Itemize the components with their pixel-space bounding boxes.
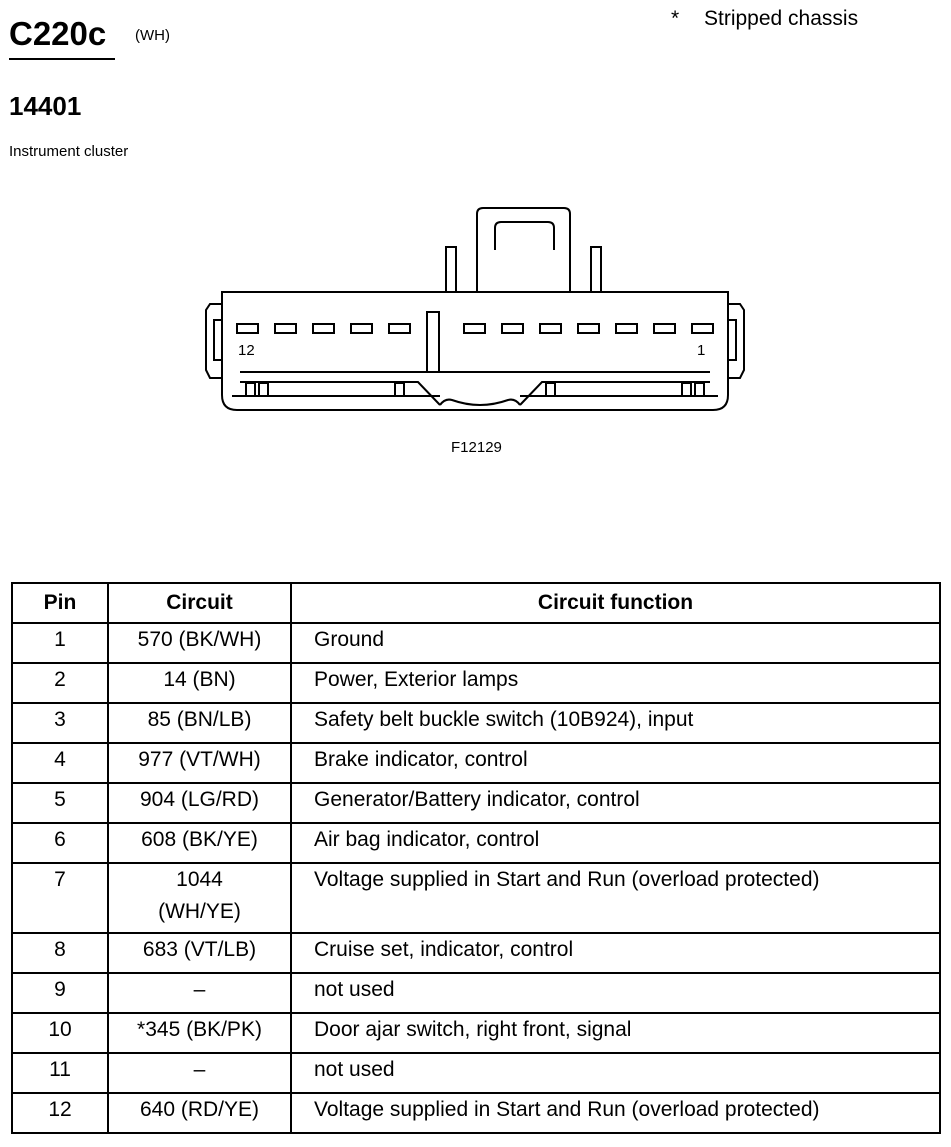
- circuit-cell: *345 (BK/PK): [107, 1012, 292, 1054]
- connector-lower-rail-right: [519, 381, 710, 406]
- pin-cavity: [312, 323, 335, 334]
- pin-cavity: [615, 323, 638, 334]
- pin-cell: 2: [11, 662, 109, 704]
- circuit-cell: 977 (VT/WH): [107, 742, 292, 784]
- table-row: 12 640 (RD/YE) Voltage supplied in Start…: [11, 1092, 941, 1134]
- table-row: 6 608 (BK/YE) Air bag indicator, control: [11, 822, 941, 864]
- function-cell: Air bag indicator, control: [290, 822, 941, 864]
- pin-cavity: [236, 323, 259, 334]
- pin-cavity: [577, 323, 600, 334]
- pin-cell: 6: [11, 822, 109, 864]
- pinout-table: Pin Circuit Circuit function 1 570 (BK/W…: [11, 582, 941, 1134]
- circuit-cell: 85 (BN/LB): [107, 702, 292, 744]
- circuit-color: (WH/YE): [158, 900, 241, 923]
- pin-label-1: 1: [697, 342, 705, 359]
- function-cell: Door ajar switch, right front, signal: [290, 1012, 941, 1054]
- function-cell: Voltage supplied in Start and Run (overl…: [290, 862, 941, 934]
- pin-cavity: [653, 323, 676, 334]
- connector-ear-left: [205, 303, 222, 379]
- pin-cavity: [388, 323, 411, 334]
- table-row: 1 570 (BK/WH) Ground: [11, 622, 941, 664]
- pin-cell: 4: [11, 742, 109, 784]
- circuit-cell: –: [107, 1052, 292, 1094]
- pin-cell: 7: [11, 862, 109, 934]
- connector-lower-rail-left: [240, 381, 441, 406]
- pin-cell: 11: [11, 1052, 109, 1094]
- connector-body: [221, 291, 729, 411]
- table-row: 3 85 (BN/LB) Safety belt buckle switch (…: [11, 702, 941, 744]
- function-cell: Power, Exterior lamps: [290, 662, 941, 704]
- connector-id-underline: [9, 58, 115, 60]
- header-pin: Pin: [11, 582, 109, 624]
- pin-cavity: [691, 323, 714, 334]
- circuit-cell: 570 (BK/WH): [107, 622, 292, 664]
- pin-cell: 9: [11, 972, 109, 1014]
- table-row: 2 14 (BN) Power, Exterior lamps: [11, 662, 941, 704]
- pin-cavity: [274, 323, 297, 334]
- connector-id: C220c: [9, 15, 107, 52]
- pin-cavity: [350, 323, 373, 334]
- function-cell: Cruise set, indicator, control: [290, 932, 941, 974]
- note-text: Stripped chassis: [704, 7, 859, 30]
- function-cell: not used: [290, 1052, 941, 1094]
- note-asterisk: *: [671, 7, 680, 30]
- rail-block: [694, 382, 705, 397]
- circuit-number: 1044: [176, 868, 223, 891]
- function-cell: Brake indicator, control: [290, 742, 941, 784]
- rail-block: [258, 382, 269, 397]
- part-number: 14401: [9, 91, 82, 121]
- table-row: 11 – not used: [11, 1052, 941, 1094]
- rail-block: [545, 382, 556, 397]
- connector-latch: [476, 207, 571, 292]
- table-header-row: Pin Circuit Circuit function: [11, 582, 941, 624]
- table-row: 7 1044 (WH/YE) Voltage supplied in Start …: [11, 862, 941, 934]
- circuit-cell: 904 (LG/RD): [107, 782, 292, 824]
- function-cell: Generator/Battery indicator, control: [290, 782, 941, 824]
- pin-cell: 8: [11, 932, 109, 974]
- pin-cell: 5: [11, 782, 109, 824]
- function-cell: Safety belt buckle switch (10B924), inpu…: [290, 702, 941, 744]
- connector-ear-right-inner: [728, 319, 737, 361]
- circuit-cell: –: [107, 972, 292, 1014]
- header-circuit: Circuit: [107, 582, 292, 624]
- connector-color: (WH): [135, 27, 170, 44]
- pin-cavity: [463, 323, 486, 334]
- connector-key-slot: [426, 311, 440, 372]
- table-row: 8 683 (VT/LB) Cruise set, indicator, con…: [11, 932, 941, 974]
- pin-cell: 12: [11, 1092, 109, 1134]
- connector-latch-inner: [494, 221, 555, 250]
- function-cell: Ground: [290, 622, 941, 664]
- function-cell: Voltage supplied in Start and Run (overl…: [290, 1092, 941, 1134]
- connector-face-diagram: 12 1: [205, 207, 745, 411]
- connector-post-left: [445, 246, 457, 292]
- rail-block: [394, 382, 405, 397]
- connector-ear-right: [728, 303, 745, 379]
- function-cell: not used: [290, 972, 941, 1014]
- pin-cavities: [236, 323, 714, 334]
- chassis-note: * Stripped chassis: [671, 6, 858, 32]
- header-circuit-function: Circuit function: [290, 582, 941, 624]
- circuit-cell: 683 (VT/LB): [107, 932, 292, 974]
- circuit-cell: 640 (RD/YE): [107, 1092, 292, 1134]
- figure-id: F12129: [451, 439, 502, 456]
- rail-block: [681, 382, 692, 397]
- circuit-cell: 608 (BK/YE): [107, 822, 292, 864]
- table-row: 10 *345 (BK/PK) Door ajar switch, right …: [11, 1012, 941, 1054]
- connector-lower-rail-center: [439, 398, 521, 406]
- table-row: 4 977 (VT/WH) Brake indicator, control: [11, 742, 941, 784]
- table-row: 5 904 (LG/RD) Generator/Battery indicato…: [11, 782, 941, 824]
- circuit-cell: 14 (BN): [107, 662, 292, 704]
- component-name: Instrument cluster: [9, 143, 129, 160]
- pin-cell: 1: [11, 622, 109, 664]
- pin-cavity: [539, 323, 562, 334]
- pin-cell: 3: [11, 702, 109, 744]
- connector-post-right: [590, 246, 602, 292]
- rail-block: [245, 382, 256, 397]
- circuit-cell: 1044 (WH/YE): [107, 862, 292, 934]
- connector-ear-left-inner: [213, 319, 222, 361]
- pin-cavity: [501, 323, 524, 334]
- pin-label-12: 12: [238, 342, 255, 359]
- pin-cell: 10: [11, 1012, 109, 1054]
- table-row: 9 – not used: [11, 972, 941, 1014]
